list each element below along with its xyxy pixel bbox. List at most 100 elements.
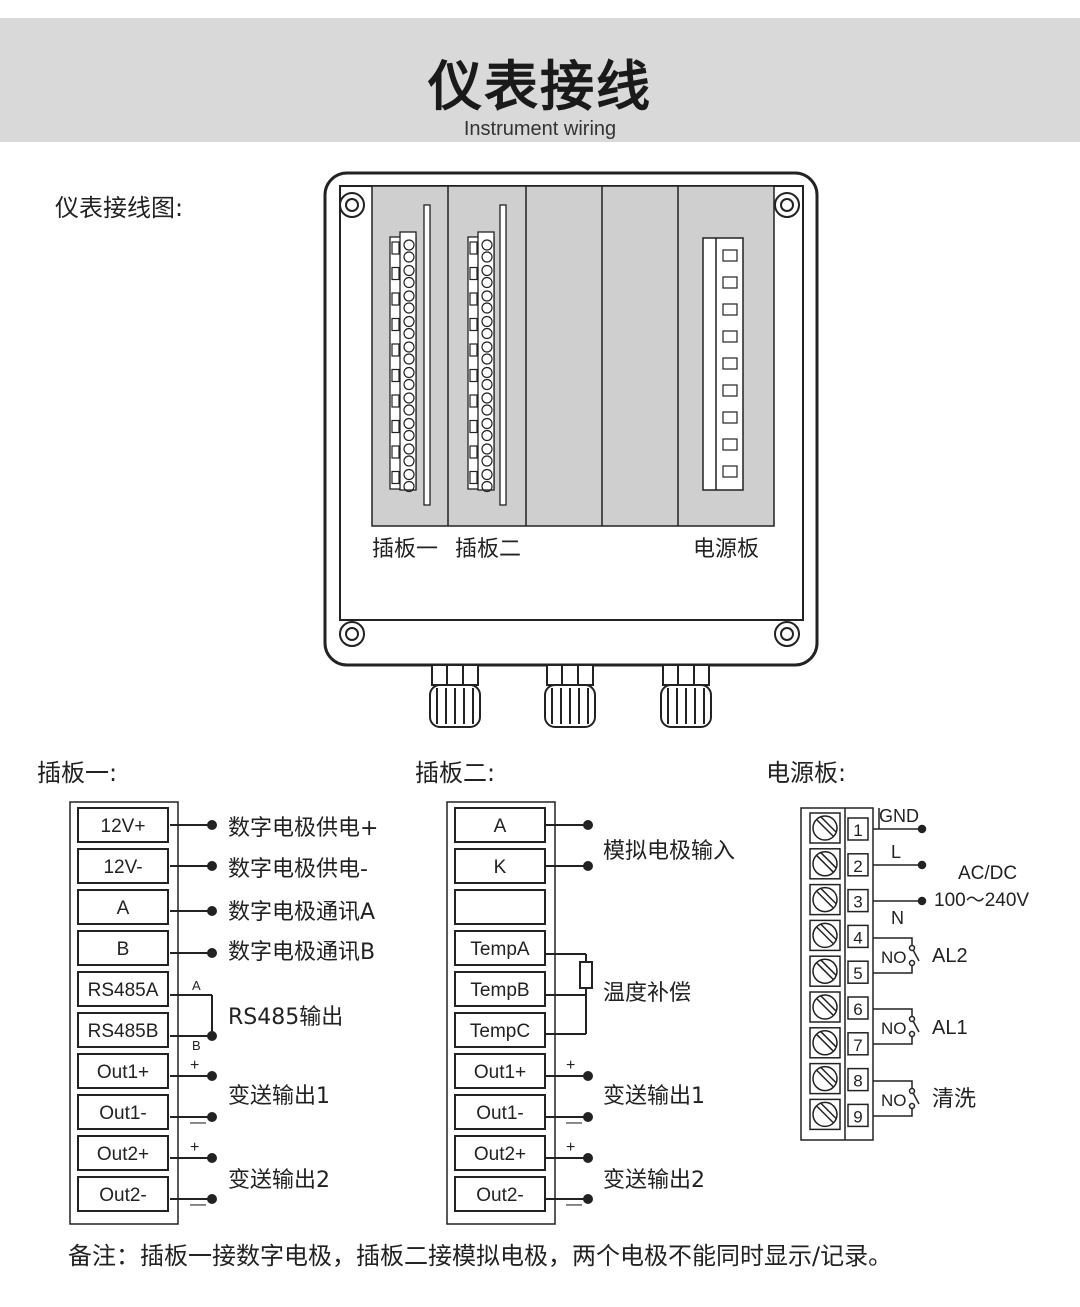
board1-terminal-box [77,1176,169,1212]
connector-tab-icon [469,394,478,408]
connector-pin-icon [403,264,415,277]
terminal-dot-icon [583,1153,593,1163]
connector-tab-icon [391,317,400,332]
relay-no-clean: NO [881,1091,907,1110]
connector-pin-icon [481,239,493,251]
connector-pin-icon [403,392,415,404]
board2-terminal-box [454,1094,546,1130]
footnote: 备注：插板一接数字电极，插板二接模拟电极，两个电极不能同时显示/记录。 [68,1242,893,1270]
board2-terminal-label: TempA [470,939,529,960]
board2-terminal-strip [446,801,593,1225]
board1-func-0: 数字电极供电+ [228,816,378,841]
connector-pin-icon [481,366,493,379]
terminal-number-box [847,1032,869,1056]
connector-pin-icon [481,290,493,302]
board2-terminal-box [454,971,546,1007]
connector-pin-icon [481,378,493,391]
connector-pin-icon [481,341,493,353]
board1-terminal-label: 12V- [103,857,142,878]
board1-terminal-label: Out1+ [97,1062,149,1083]
board1-terminal-box [77,1012,169,1048]
terminal-dot-icon [207,948,217,958]
connector-pin-icon [403,443,415,455]
terminal-dot-icon [207,906,217,916]
board2-func-3: 变送输出2 [603,1168,705,1193]
board1-heading: 插板一: [37,759,117,787]
corner-screw-icon [339,621,365,647]
power-heading: 电源板: [766,759,846,787]
power-n-label: N [891,908,904,928]
connector-tab-icon [391,292,400,306]
terminal-dot-icon [917,824,927,834]
slot-label-power: 电源板 [693,537,759,562]
board1-terminal-label: A [117,898,130,919]
connector-pin-icon [403,327,415,340]
board2-terminal-box [454,1135,546,1171]
connector-pin-icon [403,417,415,430]
connector-pin-icon [481,455,493,467]
page-title: 仪表接线 [428,55,652,118]
terminal-dot-icon [207,861,217,871]
connector-tab-icon [469,445,478,459]
connector-pin-icon [481,404,493,416]
connector-tab-icon [391,445,400,459]
connector-tab-icon [469,241,478,255]
board1-terminal-box [77,889,169,925]
board2-func-2: 变送输出1 [603,1084,705,1109]
header-banner: 仪表接线 Instrument wiring [0,18,1080,142]
connector-pin-icon [403,480,415,493]
terminal-number-box [847,924,869,949]
connector-pin-icon [481,417,493,430]
power-pin-icon [722,303,738,316]
connector-pin-icon [481,315,493,328]
terminal-dot-icon [583,1071,593,1081]
board1-terminal-box [77,848,169,884]
terminal-dot-icon [207,1194,217,1204]
board2-terminal-box [454,848,546,884]
board1-terminal-box [77,1053,169,1089]
board1-mark-a: A [192,978,201,993]
al1-label: AL1 [932,1017,968,1039]
connector-pin-icon [481,302,493,314]
connector-pin-icon [481,468,493,481]
connector-tab-icon [469,317,478,332]
connector-pin-icon [403,341,415,353]
minus-mark: — [566,1114,582,1131]
board2-terminal-box [454,930,546,966]
power-voltage-label: 100～240V [934,890,1029,911]
terminal-number: 1 [853,821,862,840]
page-subtitle: Instrument wiring [463,118,617,140]
resistor-icon [579,961,593,989]
slot-label-board2: 插板二 [455,537,521,562]
relay-no-al1: NO [881,1019,907,1038]
plus-mark: + [190,1139,199,1156]
connector-pin-icon [403,366,415,379]
board2-terminal-label: Out2- [476,1185,524,1206]
corner-screw-icon [774,192,800,218]
connector-pin-icon [403,251,415,263]
cable-gland-nut-icon [431,664,479,686]
board2-terminal-label: A [494,816,507,837]
terminal-number: 8 [853,1072,862,1091]
board1-terminal-label: RS485B [88,1021,159,1042]
connector-pin-icon [403,276,415,289]
power-acdc-label: AC/DC [958,863,1017,884]
board1-terminal-label: Out2+ [97,1144,149,1165]
power-pin-icon [722,330,738,343]
board2-terminal-label: Out2+ [474,1144,526,1165]
board1-func-6: 变送输出2 [228,1168,330,1193]
board1-terminal-strip [69,801,217,1225]
board2-terminal-label: TempC [470,1021,530,1042]
board1-func-1: 数字电极供电- [228,857,368,882]
board2-terminal-box [454,889,546,925]
power-pin-icon [722,384,738,397]
board2-terminal-label: TempB [470,980,529,1001]
minus-mark: — [190,1114,206,1131]
connector-tab-icon [469,419,478,434]
connector-pin-icon [481,276,493,289]
board1-terminal-label: Out1- [99,1103,147,1124]
connector-tab-icon [391,266,400,281]
board1-terminal-box [77,1094,169,1130]
board2-terminal-box [454,1053,546,1089]
connector-tab-icon [469,368,478,383]
